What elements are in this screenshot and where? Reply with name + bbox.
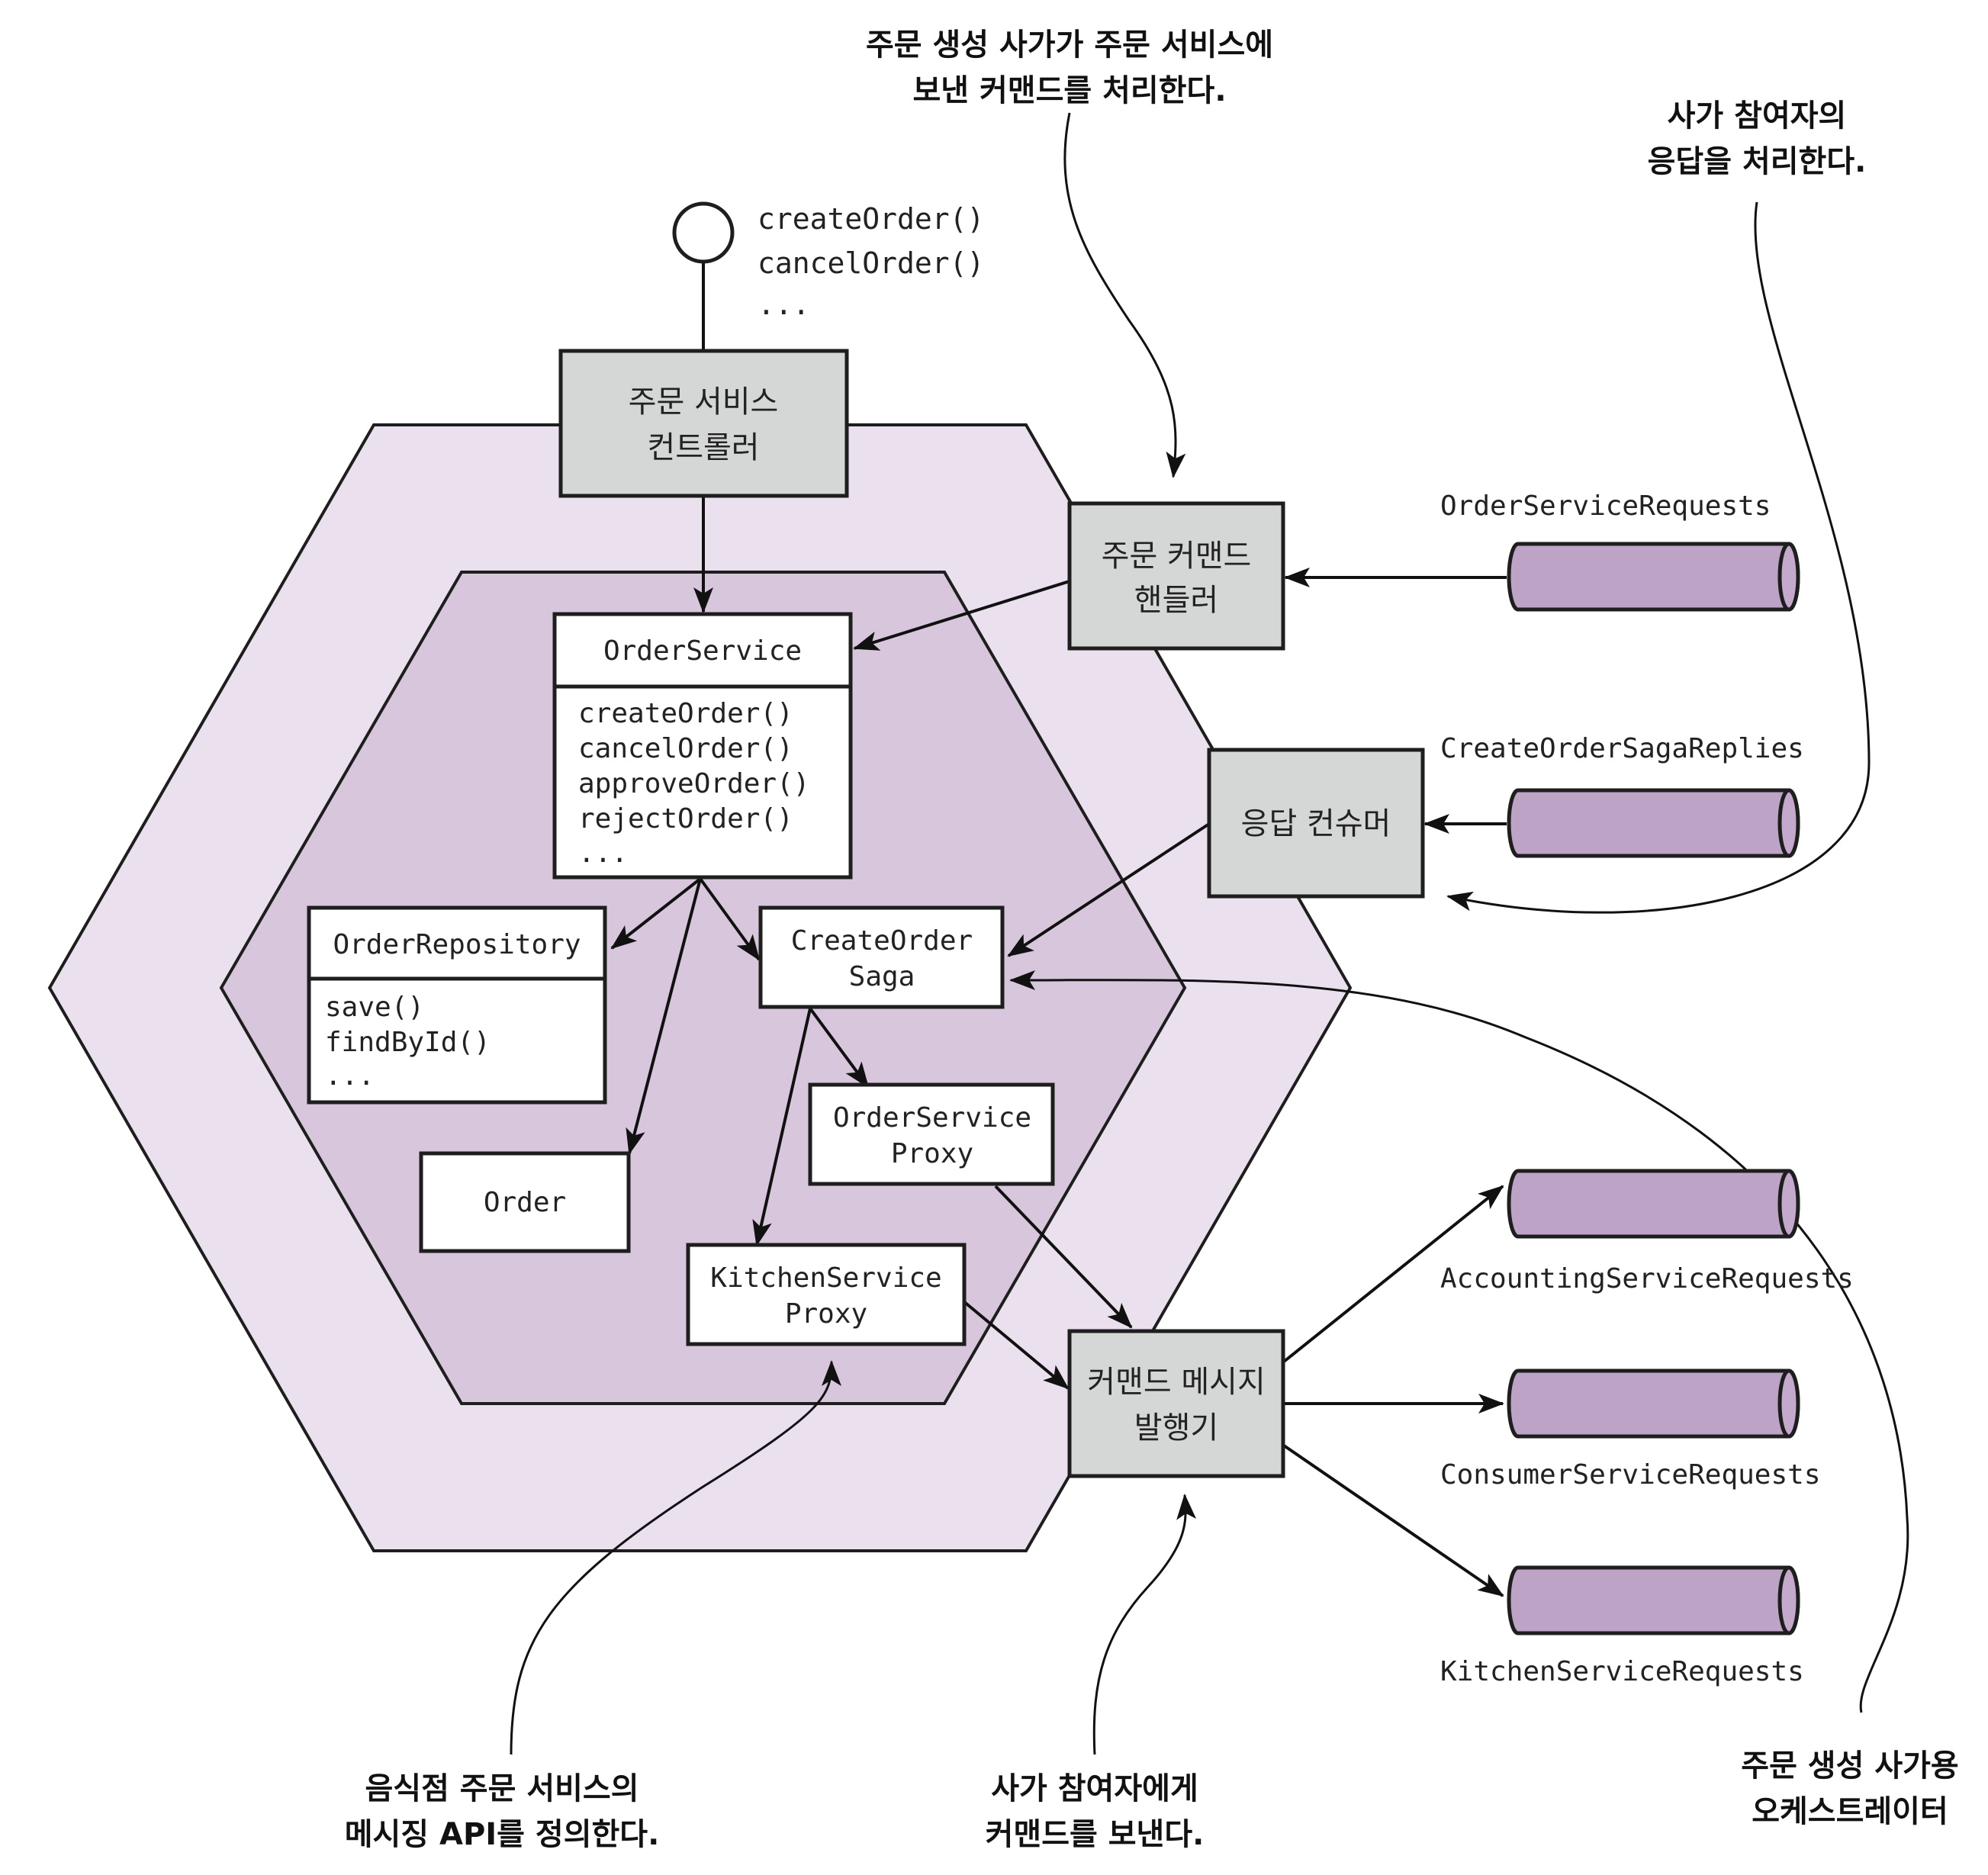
order-service-class: OrderService createOrder() cancelOrder()…	[552, 612, 853, 880]
class-method: findById()	[325, 1027, 491, 1058]
annotation-text: 커맨드를 보낸다.	[986, 1817, 1205, 1852]
command-publisher-label: 발행기	[1134, 1410, 1218, 1446]
kitchenproxy-to-publisher-arrow	[961, 1299, 1070, 1390]
orderservice-to-repository-arrow	[610, 877, 702, 950]
api-port-icon	[672, 201, 735, 264]
class-name: KitchenService	[710, 1262, 941, 1294]
channel-label: KitchenServiceRequests	[1440, 1656, 1804, 1687]
controller-adapter: 주문 서비스 컨트롤러	[558, 349, 849, 498]
message-channel-icon	[1507, 542, 1800, 612]
callout-bottom-left	[510, 1360, 841, 1755]
annotation-text: 사가 참여자에게	[991, 1771, 1198, 1806]
callout-top-center	[1063, 112, 1186, 478]
commandhandler-to-orderservice-arrow	[853, 580, 1070, 651]
channel-label: OrderServiceRequests	[1440, 490, 1771, 522]
command-handler-label: 주문 커맨드	[1102, 539, 1252, 574]
orderproxy-to-publisher-arrow	[994, 1185, 1133, 1329]
class-name: CreateOrder	[791, 925, 973, 957]
annotation-bottom-right: 주문 생성 사가용 오케스트레이터	[1741, 1748, 1958, 1829]
api-operations: createOrder() cancelOrder() ...	[758, 202, 984, 321]
class-name: OrderService	[833, 1102, 1031, 1134]
orderservice-to-saga-arrow	[699, 877, 761, 961]
annotation-text: 오케스트레이터	[1752, 1794, 1948, 1829]
order-class: Order	[419, 1151, 631, 1253]
class-name: OrderRepository	[333, 929, 581, 960]
reply-consumer-label: 응답 컨슈머	[1241, 806, 1391, 841]
class-name: Proxy	[785, 1298, 867, 1330]
channel-kitchen-service-requests: KitchenServiceRequests	[1440, 1565, 1804, 1687]
channel-label: AccountingServiceRequests	[1440, 1263, 1854, 1294]
order-repository-class: OrderRepository save() findById() ...	[307, 905, 607, 1105]
class-method: rejectOrder()	[578, 803, 793, 835]
channel-label: ConsumerServiceRequests	[1440, 1459, 1821, 1491]
saga-to-kitchenproxy-arrow	[752, 1008, 812, 1246]
annotation-text: 응답을 처리한다.	[1648, 144, 1867, 179]
api-operation: cancelOrder()	[758, 246, 984, 280]
saga-to-orderproxy-arrow	[809, 1007, 870, 1089]
annotation-text: 사가 참여자의	[1668, 98, 1847, 133]
annotation-text: 보낸 커맨드를 처리한다.	[912, 73, 1226, 108]
annotation-top-right: 사가 참여자의 응답을 처리한다.	[1648, 98, 1867, 179]
publisher-to-accounting-arrow	[1282, 1185, 1504, 1363]
orderservice-to-order-arrow	[626, 878, 702, 1155]
annotation-text: 메시징 API를 정의한다.	[345, 1817, 660, 1852]
command-handler-label: 핸들러	[1134, 583, 1218, 618]
api-operation: createOrder()	[758, 202, 984, 236]
annotation-text: 주문 생성 사가가 주문 서비스에	[866, 27, 1273, 63]
channel-create-order-saga-replies: CreateOrderSagaReplies	[1440, 733, 1804, 858]
class-method: cancelOrder()	[578, 733, 793, 764]
callout-bottom-center	[1092, 1494, 1197, 1755]
channel-accounting-service-requests: AccountingServiceRequests	[1440, 1169, 1854, 1294]
reply-consumer-adapter: 응답 컨슈머	[1207, 748, 1425, 899]
callouts	[510, 112, 1909, 1755]
order-service-proxy-class: OrderService Proxy	[808, 1082, 1055, 1186]
class-method: ...	[578, 838, 628, 869]
message-channel-icon	[1507, 1368, 1800, 1439]
consumer-to-saga-arrow	[1007, 822, 1211, 957]
class-method: ...	[325, 1060, 375, 1092]
create-order-saga-class: CreateOrder Saga	[758, 905, 1005, 1009]
kitchen-service-proxy-class: KitchenService Proxy	[686, 1243, 967, 1346]
annotation-bottom-left: 음식점 주문 서비스의 메시징 API를 정의한다.	[345, 1771, 660, 1852]
command-publisher-adapter: 커맨드 메시지 발행기	[1067, 1329, 1285, 1478]
class-name: OrderService	[603, 635, 802, 667]
class-method: save()	[325, 992, 424, 1023]
annotation-text: 주문 생성 사가용	[1741, 1748, 1958, 1783]
command-publisher-label: 커맨드 메시지	[1087, 1365, 1266, 1400]
class-name: Saga	[849, 961, 915, 992]
message-channel-icon	[1507, 1565, 1800, 1635]
class-name: Proxy	[891, 1138, 973, 1169]
command-handler-adapter: 주문 커맨드 핸들러	[1067, 501, 1285, 651]
annotation-top-center: 주문 생성 사가가 주문 서비스에 보낸 커맨드를 처리한다.	[866, 27, 1273, 108]
callout-top-right	[1446, 201, 1871, 914]
annotation-text: 음식점 주문 서비스의	[365, 1771, 639, 1806]
controller-label: 주문 서비스	[629, 384, 779, 420]
message-channel-icon	[1507, 788, 1800, 858]
controller-label: 컨트롤러	[647, 430, 759, 465]
class-method: approveOrder()	[578, 768, 809, 799]
api-operation: ...	[758, 288, 810, 321]
class-name: Order	[484, 1187, 566, 1218]
connectors	[610, 497, 1507, 1597]
message-channel-icon	[1507, 1169, 1800, 1239]
channel-order-service-requests: OrderServiceRequests	[1440, 490, 1800, 612]
class-method: createOrder()	[578, 698, 793, 729]
annotation-bottom-center: 사가 참여자에게 커맨드를 보낸다.	[986, 1771, 1205, 1852]
channel-consumer-service-requests: ConsumerServiceRequests	[1440, 1368, 1821, 1491]
publisher-to-kitchen-arrow	[1282, 1444, 1504, 1597]
channel-label: CreateOrderSagaReplies	[1440, 733, 1804, 764]
